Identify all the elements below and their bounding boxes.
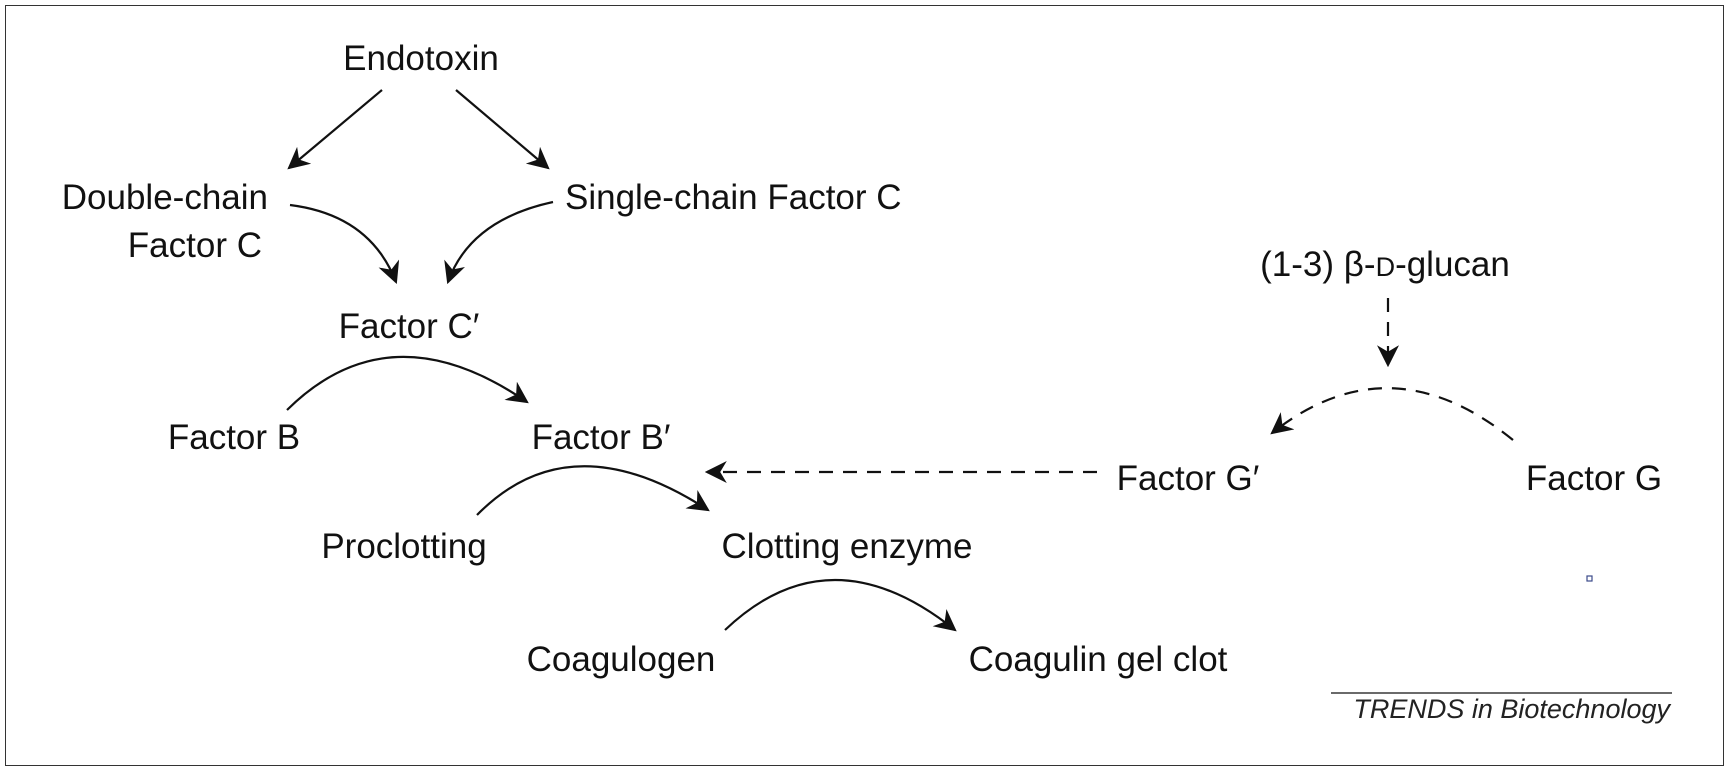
node-coagulin-gel-clot: Coagulin gel clot: [969, 640, 1228, 679]
node-factor-b: Factor B: [168, 418, 300, 457]
arrow-proclotting-to-clotting-enzyme: [476, 465, 710, 516]
credit-trends-in-biotechnology: TRENDS in Biotechnology: [1353, 694, 1671, 724]
arrow-double-chain-to-factor-c-prime: [289, 203, 400, 285]
arrow-endotoxin-to-double-chain: [287, 89, 383, 170]
node-factor-c-prime: Factor C′: [339, 307, 480, 346]
node-double-chain-line1: Double-chain: [62, 178, 268, 217]
glucan-suffix: -glucan: [1395, 245, 1510, 284]
node-single-chain-factor-c: Single-chain Factor C: [565, 178, 902, 217]
arrow-factor-b-to-factor-b-prime: [286, 355, 529, 411]
node-glucan: (1-3) β-D-glucan: [1260, 245, 1510, 284]
node-endotoxin: Endotoxin: [343, 39, 499, 78]
node-clotting-enzyme: Clotting enzyme: [722, 527, 973, 566]
arrow-single-chain-to-factor-c-prime: [444, 200, 554, 285]
stray-square-mark: [1586, 575, 1593, 582]
node-factor-b-prime: Factor B′: [532, 418, 671, 457]
node-factor-g: Factor G: [1526, 459, 1662, 498]
arrow-coagulogen-to-coagulin: [724, 579, 957, 632]
node-proclotting: Proclotting: [321, 527, 486, 566]
arrow-factor-g-to-factor-g-prime: [1270, 387, 1514, 441]
glucan-small-cap-d: D: [1376, 252, 1396, 282]
node-factor-g-prime: Factor G′: [1117, 459, 1260, 498]
node-double-chain-line2: Factor C: [128, 226, 262, 265]
figure-frame: [5, 5, 1724, 766]
glucan-prefix: (1-3) β-: [1260, 245, 1375, 284]
node-coagulogen: Coagulogen: [527, 640, 716, 679]
arrow-endotoxin-to-single-chain: [455, 89, 550, 170]
